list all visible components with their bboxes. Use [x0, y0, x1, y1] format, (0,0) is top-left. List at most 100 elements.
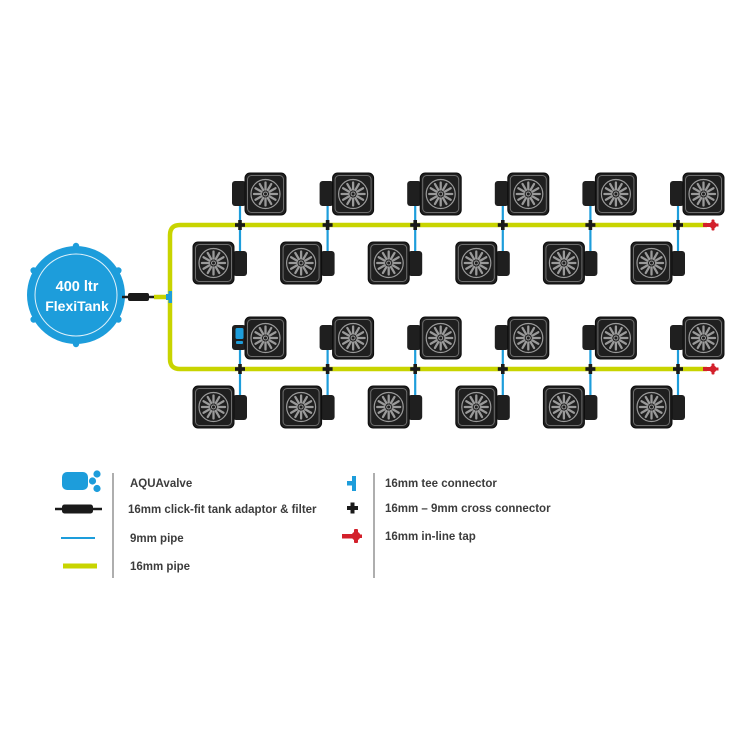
pot-rim: [370, 244, 408, 282]
pot-spoke: [202, 408, 211, 414]
pot-rim: [597, 319, 635, 357]
pot-circle: [338, 322, 369, 354]
pot-spoke: [341, 331, 351, 337]
pot-rim: [545, 244, 583, 282]
pot-spoke: [566, 256, 576, 262]
pot-spoke: [692, 195, 701, 201]
pot-spoke: [303, 408, 313, 414]
pot-spoke: [389, 409, 396, 419]
pot-rim: [597, 175, 635, 213]
pot-center: [350, 335, 356, 341]
legend-label-tee-connector: 16mm tee connector: [385, 478, 497, 490]
pot-spoke: [266, 196, 273, 206]
pot-circle: [425, 178, 456, 210]
pot-spoke: [604, 339, 614, 345]
pot-rim: [545, 388, 583, 426]
pot-spoke: [354, 326, 361, 336]
pot-spoke: [557, 265, 563, 275]
pot-spoke: [206, 409, 213, 419]
pot-center: [561, 260, 567, 266]
pot-center: [263, 191, 268, 197]
pot-spoke: [294, 251, 301, 261]
pot-spoke: [704, 196, 711, 206]
pot-tab: [670, 325, 684, 350]
pot-spoke: [706, 195, 715, 201]
pot-spoke: [346, 340, 353, 350]
pot-spoke: [565, 265, 571, 275]
pot-spoke: [696, 182, 703, 192]
pot-spoke: [341, 195, 351, 201]
pot-spoke: [258, 182, 265, 192]
pot-spoke: [289, 264, 299, 270]
pot-spoke: [258, 340, 265, 350]
pot-spoke: [654, 408, 663, 414]
pot-tab: [320, 251, 335, 276]
pot-center: [525, 335, 531, 341]
pot-spoke: [216, 408, 225, 414]
pot-rim: [334, 319, 372, 357]
cross-connector: [235, 364, 245, 374]
pot-spoke: [216, 264, 225, 270]
pot-spoke: [302, 409, 309, 419]
pot-center: [613, 335, 619, 341]
pot-spoke: [268, 339, 277, 345]
pot-spoke: [433, 196, 440, 206]
pot-spoke: [429, 331, 438, 337]
pot-spoke: [354, 196, 361, 206]
pot-spoke: [552, 264, 562, 270]
pot-circle: [688, 322, 719, 354]
pot-center: [438, 335, 444, 341]
aquavalve-float: [236, 341, 243, 344]
pot-spoke: [618, 331, 628, 337]
pot-circle: [636, 391, 667, 423]
pot-bottom: [192, 241, 247, 285]
inline-tap: [703, 219, 719, 231]
pot-rim: [195, 388, 232, 426]
pot-bottom: [455, 385, 510, 429]
pot-spoke: [479, 264, 488, 270]
pot-spoke: [302, 265, 309, 275]
pot-spoke: [302, 251, 309, 261]
pot-bottom: [192, 385, 247, 429]
pot-circle: [600, 322, 632, 354]
pot-spoke: [389, 395, 396, 405]
tank-adaptor-filter: [122, 293, 155, 301]
pot-spoke: [640, 264, 649, 270]
pot-rim: [633, 388, 670, 426]
pot-spoke: [557, 395, 563, 405]
pot-spoke: [214, 265, 221, 275]
pot-top: [582, 316, 637, 360]
pot-spoke: [381, 395, 388, 405]
pot-spoke: [346, 182, 353, 192]
pot-tab: [671, 251, 685, 276]
tank-name-label: FlexiTank: [45, 298, 109, 314]
pot-spoke: [654, 264, 663, 270]
pot-circle: [198, 247, 229, 279]
pot-circle: [688, 178, 719, 210]
pot-top: [494, 172, 550, 216]
pot-spoke: [517, 331, 526, 337]
pot-center: [525, 191, 531, 197]
pot-rim: [633, 244, 670, 282]
pot-spoke: [477, 395, 484, 405]
pot-spoke: [346, 196, 353, 206]
pot-rim: [457, 388, 495, 426]
pot-spoke: [441, 196, 448, 206]
pot-spoke: [566, 400, 576, 406]
cross-connector-icon: [347, 502, 358, 514]
pot-spoke: [529, 182, 536, 192]
pot-spoke: [214, 251, 221, 261]
legend-label-9mm-pipe: 9mm pipe: [130, 533, 184, 545]
inline-tap: [703, 363, 719, 375]
cross-connector: [410, 220, 421, 230]
tank-inner-ring: [34, 253, 118, 337]
pot-center: [298, 260, 304, 266]
pot-spoke: [377, 400, 386, 406]
pot-tab: [494, 325, 509, 350]
pot-circle: [600, 178, 632, 210]
pot-circle: [425, 322, 456, 354]
pot-bottom: [542, 241, 598, 285]
pot-spoke: [303, 256, 313, 262]
pot-bottom: [455, 241, 510, 285]
